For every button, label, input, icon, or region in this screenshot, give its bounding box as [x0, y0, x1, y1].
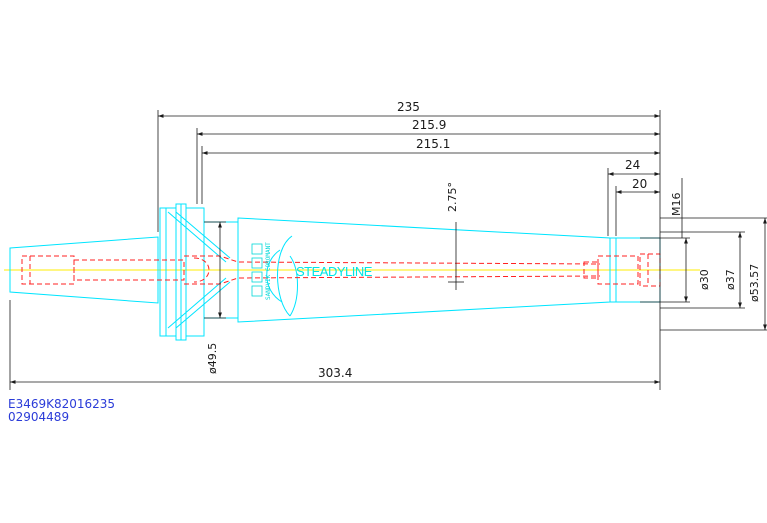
dim-m16: M16 — [670, 193, 683, 217]
dim-215-9: 215.9 — [412, 118, 446, 132]
dim-53-57: ø53.57 — [748, 264, 761, 302]
dim-303-4: 303.4 — [318, 366, 352, 380]
part-number: 02904489 — [8, 410, 70, 424]
dim-49-5: ø49.5 — [206, 343, 219, 374]
dimension-lines — [10, 114, 767, 384]
dim-37: ø37 — [724, 269, 737, 290]
brand-logo: STEADYLINE — [296, 264, 373, 279]
dim-235: 235 — [397, 100, 420, 114]
article-code: E3469K82016235 — [8, 397, 116, 411]
dim-215-1: 215.1 — [416, 137, 450, 151]
dim-24: 24 — [625, 158, 640, 172]
dim-30: ø30 — [698, 269, 711, 290]
brand-vertical-mark — [251, 243, 263, 297]
dim-angle: 2.75° — [446, 182, 459, 212]
extension-lines — [9, 110, 767, 390]
dim-20: 20 — [632, 177, 647, 191]
brand-vertical-text: SANDVIK COROMANT — [265, 242, 272, 300]
